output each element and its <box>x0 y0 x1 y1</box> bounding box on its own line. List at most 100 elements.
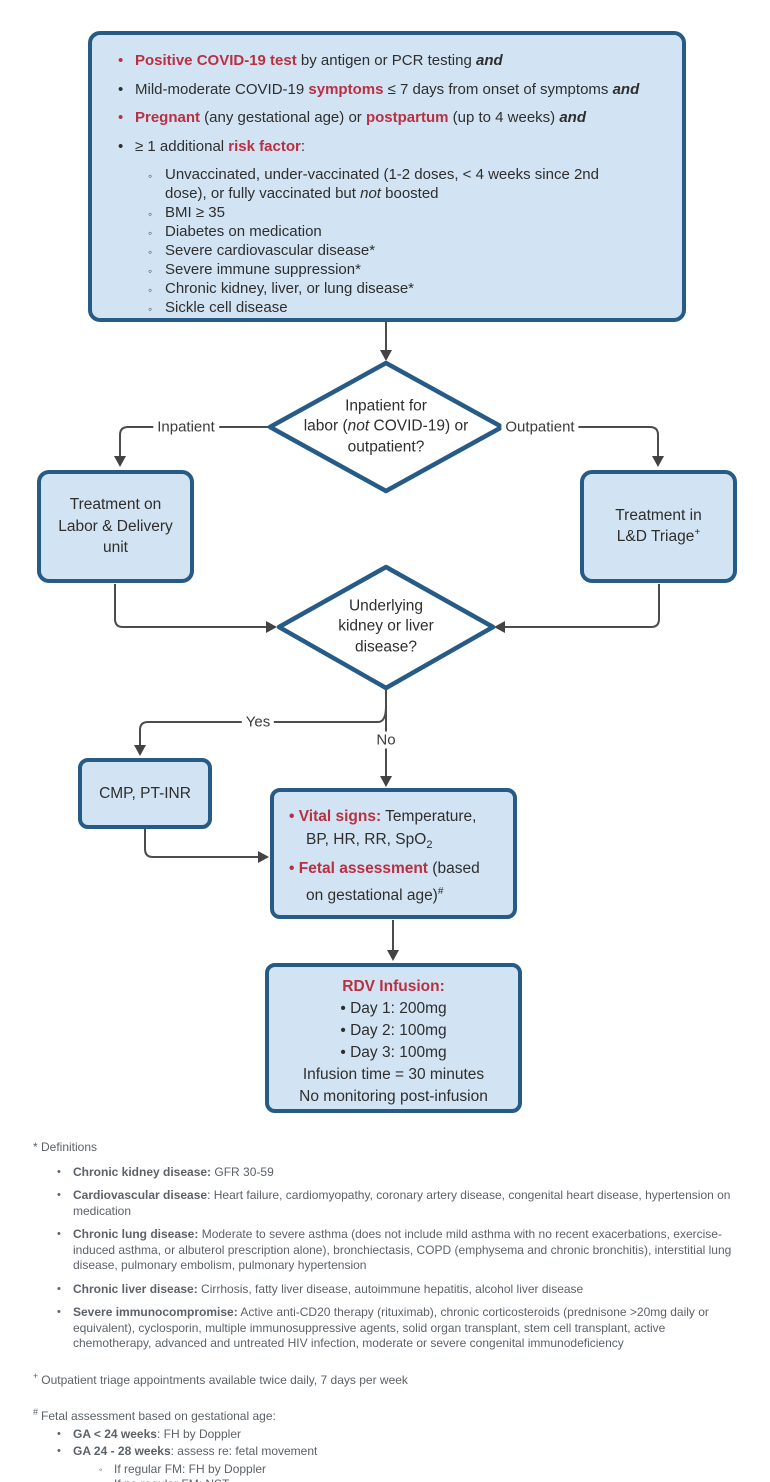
criteria-line-pregnant: Pregnant (any gestational age) or postpa… <box>116 108 662 128</box>
arrowhead-down-icon <box>134 745 146 756</box>
vital-signs-box: • Vital signs: Temperature, BP, HR, RR, … <box>270 788 517 919</box>
risk-item-cardio: Severe cardiovascular disease* <box>146 241 662 262</box>
footnote-item: Chronic kidney disease: GFR 30-59 <box>57 1165 741 1181</box>
triage-line2: L&D Triage+ <box>617 526 700 548</box>
seg-plain: L&D Triage <box>616 528 695 546</box>
risk-item-vaccination-cont: dose), or fully vaccinated but not boost… <box>146 184 662 203</box>
seg-plain: GFR 30-59 <box>211 1164 274 1179</box>
inpatient-outpatient-diamond-text: Inpatient for labor (not COVID-19) or ou… <box>281 396 491 457</box>
seg-plain: Severe immune suppression* <box>165 261 361 278</box>
footnote-item: Cardiovascular disease: Heart failure, c… <box>57 1188 741 1219</box>
criteria-line-test: Positive COVID-19 test by antigen or PCR… <box>116 51 662 71</box>
criteria-line-risk-factor: ≥ 1 additional risk factor: <box>116 137 662 157</box>
arrowhead-down-icon <box>114 456 126 467</box>
rdv-monitoring: No monitoring post-infusion <box>299 1088 488 1105</box>
rdv-day1: • Day 1: 200mg <box>340 1000 447 1017</box>
triage-line1: Treatment in <box>615 507 702 525</box>
seg-plain: boosted <box>380 185 439 202</box>
vitals-line2: BP, HR, RR, SpO2 <box>289 828 501 857</box>
rdv-infusion-time: Infusion time = 30 minutes <box>302 1066 485 1083</box>
seg-red: risk factor <box>228 137 301 155</box>
ld-unit-line3: unit <box>103 539 128 557</box>
risk-item-vaccination: Unvaccinated, under-vaccinated (1-2 dose… <box>146 165 662 186</box>
seg-red: Pregnant <box>135 109 201 126</box>
d1-line2: labor (not COVID-19) or <box>281 417 491 437</box>
arrowheads <box>114 350 664 961</box>
arrowhead-right-icon <box>258 851 269 863</box>
seg-red: • Vital signs: <box>289 808 382 825</box>
seg-red: Positive COVID-19 test <box>135 52 297 69</box>
seg-plain: BMI ≥ 35 <box>165 204 225 221</box>
decision-diamond-shape <box>267 360 505 494</box>
d1-line1: Inpatient for <box>345 397 427 415</box>
connector-d1-to-triage <box>502 426 659 457</box>
connector-cmp-to-vitals <box>144 829 258 858</box>
seg-subscript: 2 <box>426 839 433 852</box>
seg-plain: : FH by Doppler <box>156 1426 241 1441</box>
treatment-ld-unit-box: Treatment on Labor & Delivery unit <box>37 470 194 583</box>
seg-plain: COVID-19) or <box>369 417 469 435</box>
footnotes: * Definitions Chronic kidney disease: GF… <box>33 1140 741 1482</box>
ld-unit-line1: Treatment on <box>69 496 162 514</box>
seg-superscript: # <box>33 1407 39 1417</box>
seg-plain: Unvaccinated, under-vaccinated (1-2 dose… <box>165 166 599 183</box>
seg-plain: ≤ 7 days from onset of symptoms <box>383 80 613 98</box>
connector-ld-unit-to-d2 <box>114 584 266 628</box>
d1-line3: outpatient? <box>347 438 425 456</box>
seg-red: postpartum <box>365 109 449 126</box>
vitals-line3: • Fetal assessment (based <box>289 857 501 880</box>
seg-plain: (any gestational age) or <box>200 109 366 126</box>
risk-item-diabetes: Diabetes on medication <box>146 222 662 243</box>
definitions-title: * Definitions <box>33 1140 98 1154</box>
seg-plain: Cirrhosis, fatty liver disease, autoimmu… <box>197 1281 584 1296</box>
yes-edge-label: Yes <box>241 713 275 731</box>
ga-sub-item: If no regular FM: NST <box>99 1477 741 1482</box>
vitals-line4: on gestational age)# <box>289 880 501 907</box>
cmp-ptinr-box: CMP, PT-INR <box>78 758 212 829</box>
criteria-line-symptoms: Mild-moderate COVID-19 symptoms ≤ 7 days… <box>116 80 662 100</box>
decision-diamond-shape <box>276 564 496 691</box>
rdv-day3: • Day 3: 100mg <box>340 1044 447 1061</box>
seg-plain: Severe cardiovascular disease* <box>165 242 376 259</box>
seg-plain: (based <box>427 860 480 878</box>
inpatient-edge-label: Inpatient <box>153 418 219 436</box>
seg-plain: : assess re: fetal movement <box>170 1444 318 1458</box>
rdv-infusion-box: RDV Infusion: • Day 1: 200mg • Day 2: 10… <box>265 963 522 1113</box>
ld-unit-line2: Labor & Delivery <box>58 517 173 535</box>
arrowhead-right-icon <box>266 621 277 633</box>
seg-bold: GA < 24 weeks <box>73 1426 157 1441</box>
seg-plain: Moderate to severe asthma (does not incl… <box>73 1227 732 1272</box>
seg-bold: Cardiovascular disease <box>73 1188 208 1202</box>
seg-plain: If regular FM: FH by Doppler <box>114 1461 267 1476</box>
arrowhead-down-icon <box>387 950 399 961</box>
connector-triage-to-d2 <box>505 584 660 628</box>
seg-bold: Chronic liver disease: <box>73 1281 198 1296</box>
d2-line2: kidney or liver <box>338 617 434 635</box>
treatment-ld-triage-box: Treatment in L&D Triage+ <box>580 470 737 583</box>
seg-plain: (up to 4 weeks) <box>448 109 560 126</box>
seg-plain: Sickle cell disease <box>165 299 288 316</box>
outpatient-triage-footnote: +Outpatient triage appointments availabl… <box>33 1369 741 1389</box>
outpatient-edge-label: Outpatient <box>501 418 579 436</box>
seg-and: and <box>612 80 640 98</box>
arrowhead-left-icon <box>494 621 505 633</box>
risk-item-bmi: BMI ≥ 35 <box>146 203 662 224</box>
seg-plain: Chronic kidney, liver, or lung disease* <box>165 280 415 297</box>
seg-plain: Diabetes on medication <box>165 223 322 240</box>
ga-item: GA 24 - 28 weeks: assess re: fetal movem… <box>57 1444 741 1460</box>
cmp-label: CMP, PT-INR <box>99 784 191 802</box>
seg-plain: labor ( <box>303 417 348 435</box>
risk-factor-list: Unvaccinated, under-vaccinated (1-2 dose… <box>146 165 662 319</box>
seg-plain: ≥ 1 additional <box>135 137 229 155</box>
seg-plain: dose), or fully vaccinated but <box>165 185 361 202</box>
seg-and: and <box>475 52 503 69</box>
risk-item-sickle: Sickle cell disease <box>146 298 662 319</box>
seg-plain: : Heart failure, cardiomyopathy, coronar… <box>73 1188 731 1218</box>
seg-plain: BP, HR, RR, SpO <box>306 831 427 848</box>
vitals-line1: • Vital signs: Temperature, <box>289 805 501 828</box>
seg-plain: by antigen or PCR testing <box>296 52 476 69</box>
footnote-item: Severe immunocompromise: Active anti-CD2… <box>57 1305 741 1352</box>
seg-bold: GA 24 - 28 weeks <box>73 1444 171 1458</box>
d2-line1: Underlying <box>348 597 424 615</box>
